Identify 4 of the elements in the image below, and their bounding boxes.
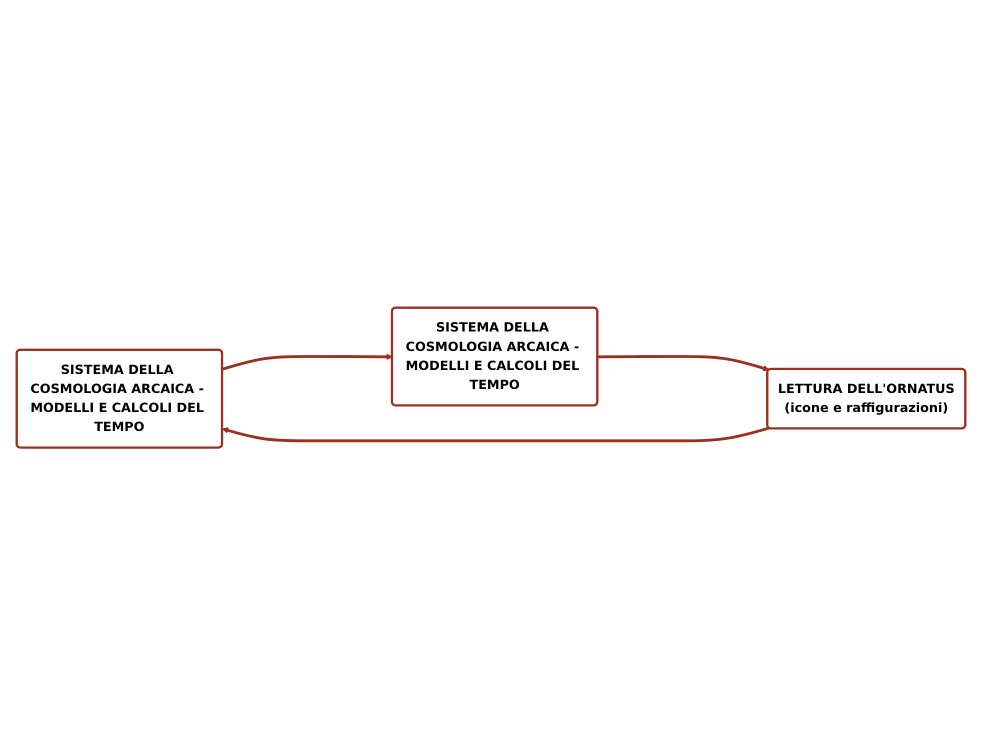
arrow [598,356,770,372]
arrow [222,427,770,443]
arrow [222,354,393,371]
cycle-diagram: SISTEMA DELLA COSMOLOGIA ARCAICA - MODELLI E CALCOLI DEL TEMPO SISTEMA DELLA COSMOLOGIA ARCAICA - MODELLI E CALCOLI DEL TEMPO LETTURA DELL'ORNATUS (icone e raffigurazioni) [11,302,971,454]
